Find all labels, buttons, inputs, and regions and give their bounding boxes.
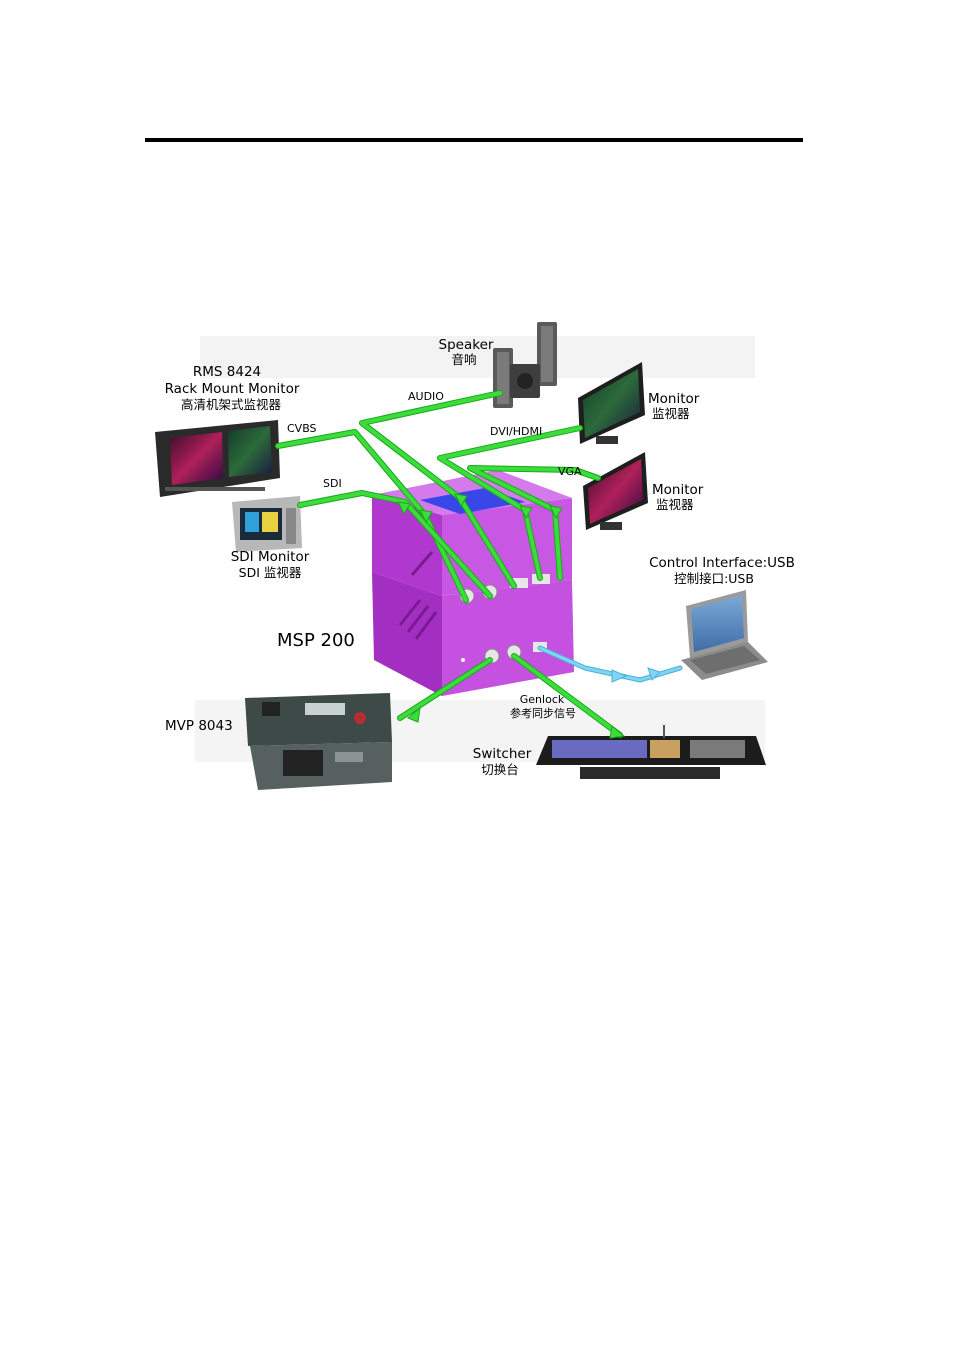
msp-title: MSP 200	[277, 630, 355, 651]
signal-cvbs: CVBS	[287, 422, 317, 435]
signal-dvi-hdmi: DVI/HDMI	[490, 425, 543, 438]
laptop-icon	[681, 590, 768, 680]
monitor1-subtitle: 监视器	[652, 406, 690, 421]
speaker-icon	[493, 322, 557, 408]
mvp-title: MVP 8043	[165, 718, 233, 734]
signal-genlock: Genlock	[519, 693, 565, 706]
signal-audio: AUDIO	[408, 390, 444, 403]
control-interface-subtitle: 控制接口:USB	[674, 571, 754, 586]
sdi-monitor-title: SDI Monitor	[230, 549, 310, 565]
signal-vga: VGA	[558, 465, 582, 478]
monitor-icon	[583, 452, 648, 530]
monitor2-subtitle: 监视器	[656, 497, 694, 512]
cable-group	[275, 390, 683, 738]
monitor1-title: Monitor	[648, 391, 700, 407]
usb-arrow-heads	[611, 667, 661, 683]
monitor-icon	[578, 362, 645, 444]
monitor2-title: Monitor	[652, 482, 704, 498]
rack-monitor-icon	[155, 420, 280, 497]
backdrop-band	[200, 336, 755, 378]
switcher-console-icon	[536, 725, 766, 779]
signal-genlock-subtitle: 参考同步信号	[510, 707, 576, 720]
speaker-subtitle: 音响	[451, 352, 477, 367]
switcher-subtitle: 切换台	[481, 762, 519, 777]
switcher-title: Switcher	[472, 746, 532, 762]
rms-model: RMS 8424	[192, 364, 262, 380]
rms-description: Rack Mount Monitor	[164, 381, 300, 397]
control-interface-title: Control Interface:USB	[649, 555, 795, 571]
top-rule	[145, 138, 803, 142]
arrow-heads	[397, 493, 626, 739]
sdi-monitor-subtitle: SDI 监视器	[238, 565, 302, 580]
rack-unit-icon	[245, 693, 392, 790]
waveform-monitor-icon	[232, 496, 302, 552]
rms-subtitle: 高清机架式监视器	[180, 397, 282, 412]
msp-unit-icon	[372, 470, 574, 696]
signal-sdi: SDI	[323, 477, 342, 490]
speaker-title: Speaker	[438, 337, 494, 353]
